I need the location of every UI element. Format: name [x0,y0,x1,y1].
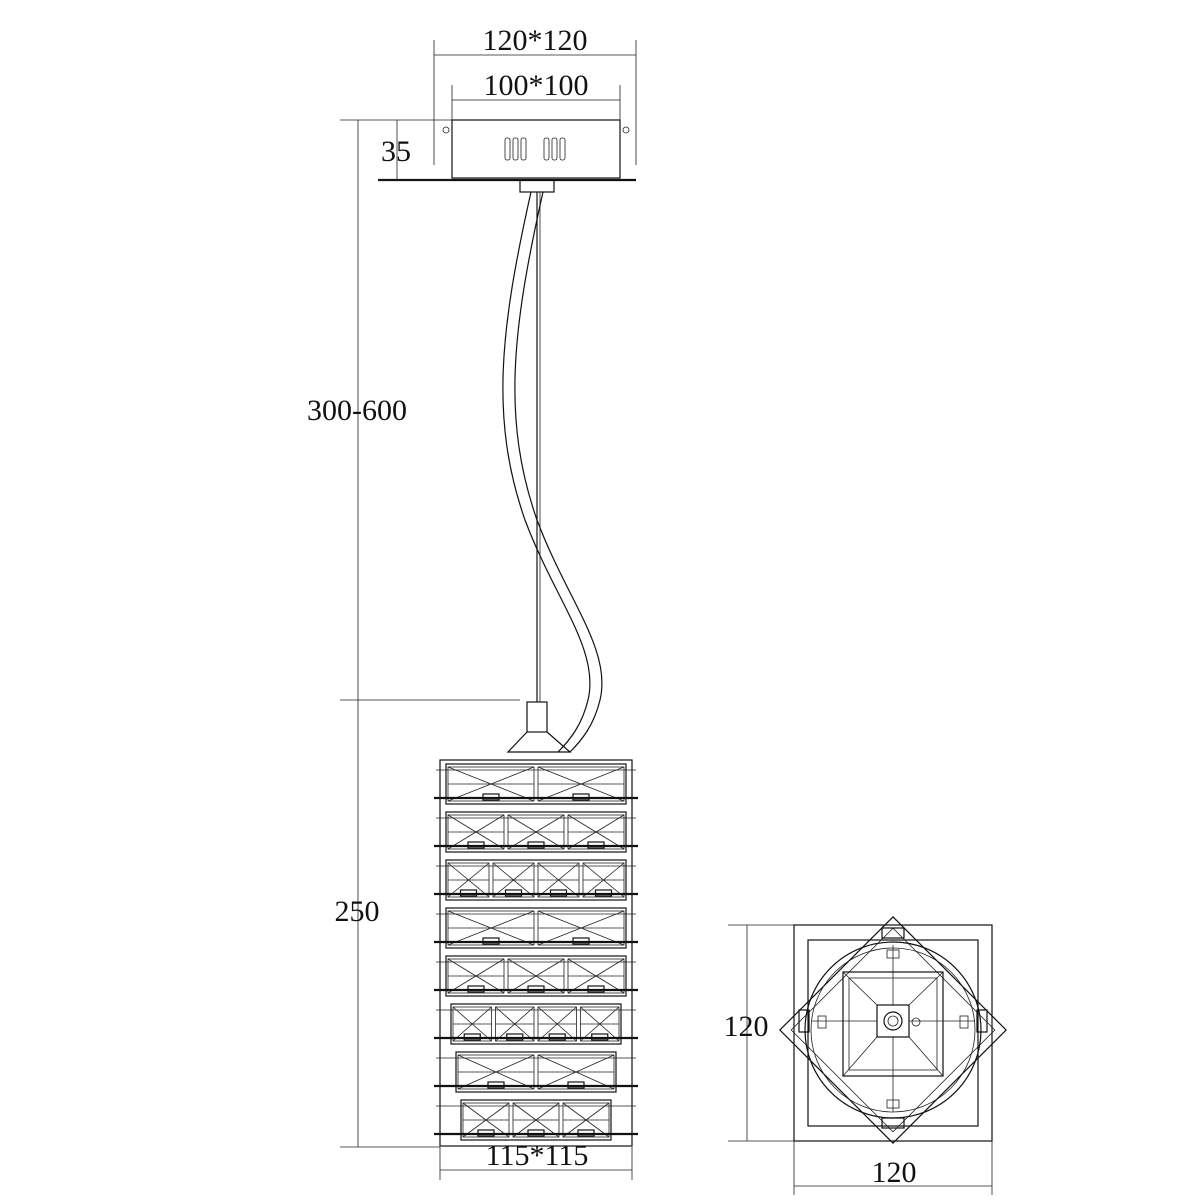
crystal-rows [434,763,638,1141]
dimension-lines [340,40,993,1195]
canopy-vent-slots [504,137,566,161]
crystal-shade [434,701,638,1147]
suspension-cable [502,191,603,753]
plan-width-dimension: 120 [872,1156,917,1189]
cable-length-dimension: 300-600 [307,394,407,427]
shade-height-dimension: 250 [335,895,380,928]
canopy-inner-dimension: 100*100 [484,69,589,102]
canopy [378,119,636,193]
canopy-outer-dimension: 120*120 [483,24,588,57]
plan-view [779,916,1007,1144]
plan-height-dimension: 120 [724,1010,769,1043]
canopy-height-dimension: 35 [381,135,411,168]
shade-width-dimension: 115*115 [486,1139,589,1172]
